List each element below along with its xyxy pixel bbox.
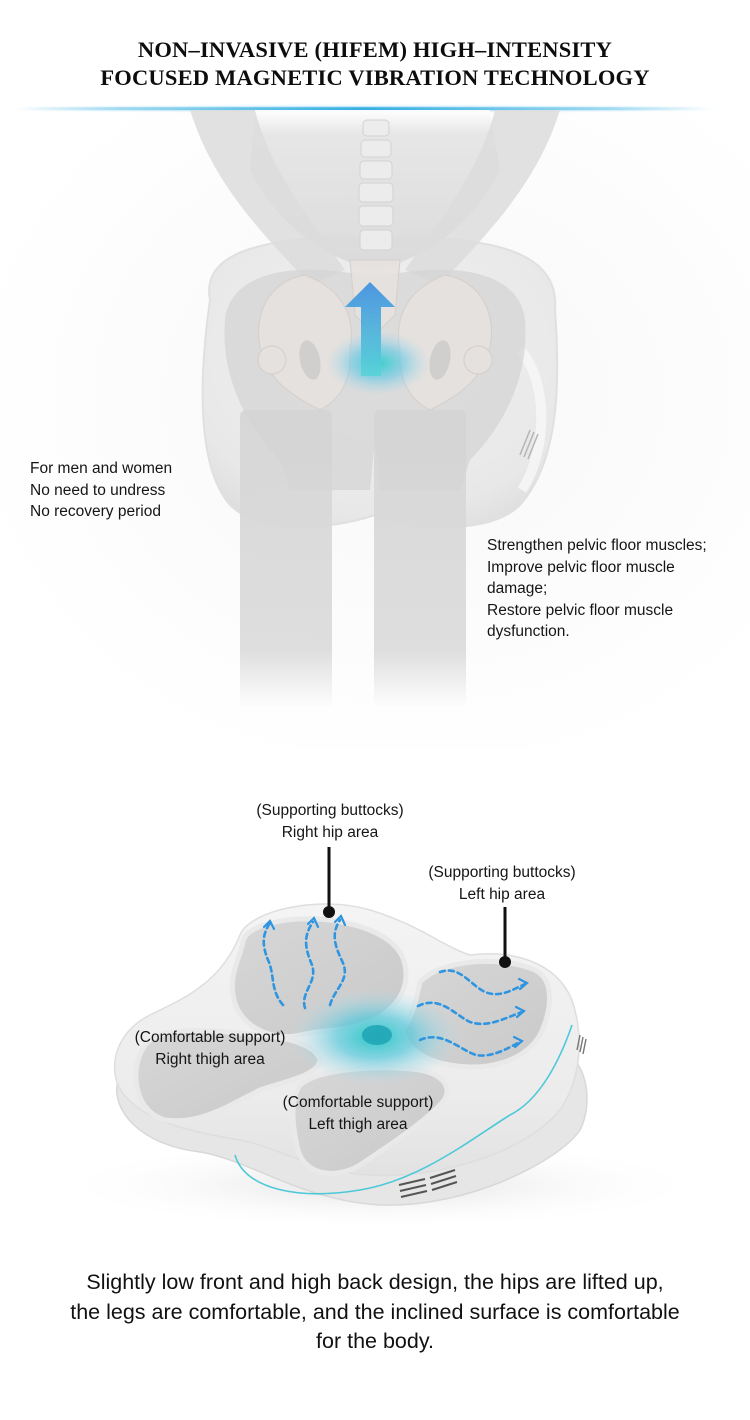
benefit-item: Improve pelvic floor muscle <box>487 558 675 576</box>
left-arm <box>405 110 560 285</box>
zone-label-line: (Comfortable support) <box>282 1094 434 1111</box>
benefits-right: Strengthen pelvic floor muscles; Improve… <box>487 535 747 643</box>
vent-grill-icon <box>398 1169 458 1198</box>
zone-label-right-thigh: (Comfortable support) Right thigh area <box>110 1027 310 1070</box>
zone-label-left-hip: (Supporting buttocks) Left hip area <box>402 862 602 905</box>
benefit-item: Restore pelvic floor muscle <box>487 601 674 619</box>
callout-leader-left-hip <box>499 907 511 968</box>
cushion-illustration <box>50 847 710 1230</box>
zone-label-right-hip: (Supporting buttocks) Right hip area <box>230 800 430 843</box>
zone-label-line: Left thigh area <box>308 1115 408 1133</box>
led-strip <box>234 1024 573 1195</box>
pelvis-illustration <box>0 110 750 750</box>
zone-label-line: Right thigh area <box>155 1050 265 1068</box>
callout-leader-right-hip <box>323 847 335 918</box>
benefit-item: damage; <box>487 580 548 597</box>
zone-label-line: Left hip area <box>458 885 546 903</box>
zone-label-line: (Comfortable support) <box>134 1029 286 1046</box>
zone-label-line: (Supporting buttocks) <box>256 802 404 819</box>
emitter-hole <box>362 1025 392 1045</box>
title-line-2: FOCUSED MAGNETIC VIBRATION TECHNOLOGY <box>100 65 650 90</box>
title-line-1: NON–INVASIVE (HIFEM) HIGH–INTENSITY <box>137 37 613 62</box>
vent-grill-icon <box>519 429 539 460</box>
wave-arrow-icon <box>416 969 527 1057</box>
benefit-item: Strengthen pelvic floor muscles; <box>487 537 707 554</box>
spine-illustration <box>358 119 394 251</box>
cushion-zones-illustration <box>0 760 750 1260</box>
benefit-item: No recovery period <box>30 503 161 520</box>
right-arm <box>190 110 345 285</box>
caption-line: Slightly low front and high back design,… <box>86 1270 664 1294</box>
caption-line: for the body. <box>316 1329 434 1353</box>
caption-line: the legs are comfortable, and the inclin… <box>70 1299 680 1324</box>
zone-label-line: Right hip area <box>281 823 379 841</box>
wave-arrow-icon <box>262 918 346 1010</box>
benefits-left: For men and women No need to undress No … <box>30 458 172 523</box>
benefit-item: dysfunction. <box>487 623 570 640</box>
pelvis-cushion-illustration <box>0 110 750 750</box>
title-divider <box>14 107 714 111</box>
right-thigh-pad <box>133 1028 323 1124</box>
upward-arrow-icon <box>345 282 395 376</box>
zone-label-left-thigh: (Comfortable support) Left thigh area <box>258 1092 458 1135</box>
zone-label-line: (Supporting buttocks) <box>428 864 576 881</box>
page-title: NON–INVASIVE (HIFEM) HIGH–INTENSITY FOCU… <box>0 36 750 92</box>
benefit-item: No need to undress <box>30 481 166 499</box>
benefit-item: For men and women <box>30 460 173 477</box>
design-caption: Slightly low front and high back design,… <box>0 1268 750 1357</box>
